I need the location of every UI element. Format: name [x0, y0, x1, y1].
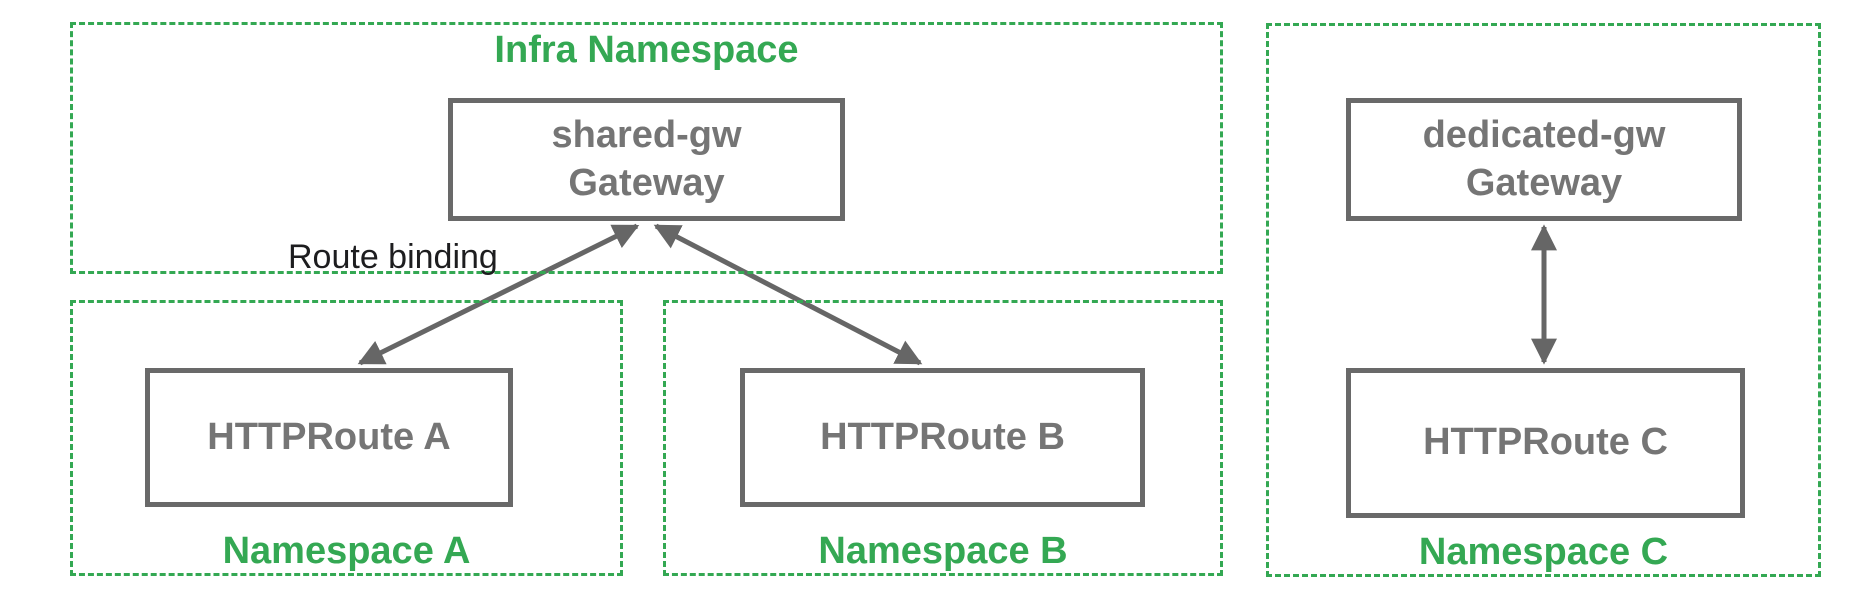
httproute-c-node: HTTPRoute C [1346, 368, 1745, 518]
arrow-shared-gw-to-route-a [357, 223, 640, 366]
httproute-b-label: HTTPRoute B [820, 415, 1065, 458]
shared-gw-kind: Gateway [568, 161, 725, 204]
shared-gw-gateway-node: shared-gw Gateway [448, 98, 845, 221]
httproute-b-node: HTTPRoute B [740, 368, 1145, 507]
httproute-a-label: HTTPRoute A [207, 415, 451, 458]
httproute-a-node: HTTPRoute A [145, 368, 513, 507]
arrow-shared-gw-to-route-b [653, 223, 923, 366]
infra-namespace-box: Infra Namespace [70, 22, 1223, 274]
namespace-c-label: Namespace C [1418, 531, 1669, 573]
route-binding-annotation: Route binding [288, 238, 498, 276]
dedicated-gw-name: dedicated-gw [1422, 114, 1666, 156]
namespace-a-box: Namespace A [70, 300, 623, 576]
infra-namespace-label: Infra Namespace [494, 29, 799, 71]
namespace-a-label: Namespace A [222, 530, 471, 572]
dedicated-gw-kind: Gateway [1465, 161, 1623, 204]
namespace-c-box: Namespace C [1266, 23, 1821, 577]
dedicated-gw-gateway-node: dedicated-gw Gateway [1346, 98, 1742, 221]
namespace-b-box: Namespace B [663, 300, 1223, 576]
namespace-b-label: Namespace B [818, 530, 1068, 572]
httproute-c-label: HTTPRoute C [1423, 421, 1668, 464]
shared-gw-name: shared-gw [551, 114, 742, 156]
